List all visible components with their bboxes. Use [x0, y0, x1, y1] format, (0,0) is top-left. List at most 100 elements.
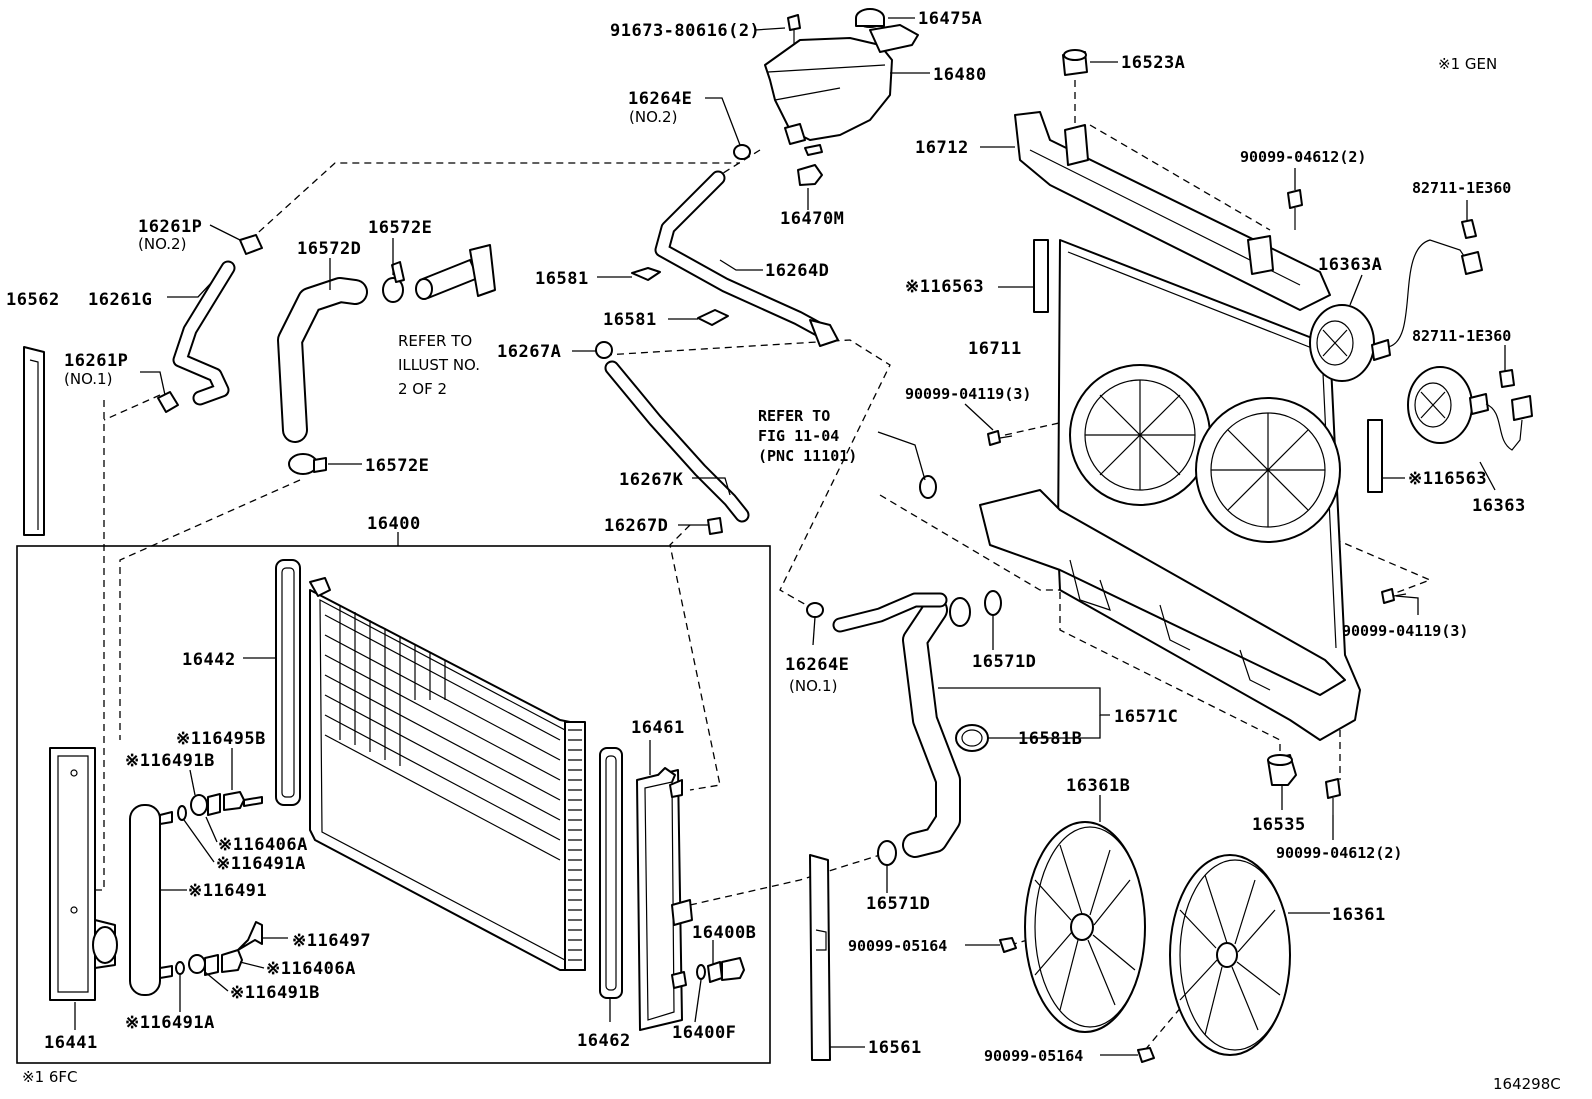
label-16563-top: ※116563	[905, 277, 984, 297]
clip-16523A	[1062, 49, 1088, 76]
grommet-16470M	[797, 164, 823, 186]
refer-illust-line2: ILLUST NO.	[398, 356, 480, 374]
label-91673-80616: 91673-80616(2)	[610, 21, 760, 41]
label-16261P-no2: 16261P	[138, 217, 202, 237]
outlet-pipe	[415, 244, 496, 300]
cap-16475A	[855, 8, 885, 28]
grommet-16535	[1267, 754, 1297, 786]
label-90099-04119-right: 90099-04119(3)	[1342, 622, 1468, 640]
label-16572E-top: 16572E	[368, 218, 432, 238]
fan-16361B	[1024, 821, 1146, 1033]
seal-16563-top	[1033, 239, 1049, 313]
label-16261P-no1-sub: (NO.1)	[64, 370, 112, 388]
refer-fig-line3: (PNC 11101)	[758, 447, 857, 465]
label-16470M: 16470M	[780, 209, 844, 229]
bolt-91673	[787, 14, 801, 45]
hose-16264D	[654, 170, 839, 347]
label-16491: ※116491	[188, 881, 267, 901]
bolt-90099-04612-top	[1287, 189, 1303, 230]
dashed-guide-lines	[70, 80, 1432, 1051]
gasket-16462	[599, 747, 623, 999]
nut-90099-05164-a	[999, 937, 1017, 953]
label-16261G: 16261G	[88, 290, 152, 310]
label-16400B: 16400B	[692, 923, 756, 943]
clamp-16581B	[955, 724, 989, 752]
label-16261P-no1: 16261P	[64, 351, 128, 371]
seal-16562	[23, 346, 45, 536]
label-16442: 16442	[182, 650, 236, 670]
label-16712: 16712	[915, 138, 969, 158]
refer-illust-line3: 2 OF 2	[398, 380, 447, 398]
label-16581-b: 16581	[603, 310, 657, 330]
nut-90099-05164-b	[1137, 1047, 1155, 1063]
label-16264D: 16264D	[765, 261, 829, 281]
clamp-16261P-no2	[239, 234, 263, 255]
label-16535: 16535	[1252, 815, 1306, 835]
label-16491B-top: ※116491B	[125, 751, 215, 771]
label-16363: 16363	[1472, 496, 1526, 516]
pipe-fig-11-04	[919, 475, 937, 499]
clamp-16261P-no1	[157, 391, 179, 413]
label-16264E-no2-sub: (NO.2)	[629, 108, 677, 126]
label-16711: 16711	[968, 339, 1022, 359]
label-16267A: 16267A	[497, 342, 561, 362]
clamp-16572E-mid	[288, 453, 327, 475]
bracket-16712	[1014, 111, 1331, 311]
fan-motor-16363	[1407, 366, 1533, 451]
label-16572D: 16572D	[297, 239, 361, 259]
label-16562: 16562	[6, 290, 60, 310]
label-16267D: 16267D	[604, 516, 668, 536]
label-90099-04119-top: 90099-04119(3)	[905, 385, 1031, 403]
hose-16571C	[832, 592, 971, 858]
connector-82711-b	[1499, 369, 1515, 388]
clamp-16571D-top	[984, 590, 1002, 616]
label-16561: 16561	[868, 1038, 922, 1058]
seal-16563-right	[1367, 419, 1383, 493]
fan-shroud-16711	[979, 239, 1361, 741]
refer-illust-line1: REFER TO	[398, 332, 472, 350]
label-16361: 16361	[1332, 905, 1386, 925]
label-16461: 16461	[631, 718, 685, 738]
label-16523A: 16523A	[1121, 53, 1185, 73]
radiator-assembly-box	[16, 545, 771, 1064]
label-16406A-bottom: ※116406A	[266, 959, 356, 979]
radiator-core	[309, 577, 586, 971]
bolt-90099-04119-top	[987, 430, 1013, 446]
fittings-left	[175, 791, 263, 976]
clip-16264E-no1	[806, 602, 824, 618]
label-16475A: 16475A	[918, 9, 982, 29]
gasket-16442	[275, 559, 301, 806]
figure-id: 164298C	[1493, 1075, 1561, 1093]
reservoir-16480	[764, 24, 919, 156]
drain-plug-16400B	[696, 957, 745, 983]
label-16571D-bottom: 16571D	[866, 894, 930, 914]
tank-16441	[49, 747, 118, 1001]
bolt-90099-04119-right	[1381, 588, 1407, 604]
label-82711-1E360-b: 82711-1E360	[1412, 327, 1511, 345]
label-16581-a: 16581	[535, 269, 589, 289]
label-16261P-no2-sub: (NO.2)	[138, 235, 186, 253]
label-90099-04612-top: 90099-04612(2)	[1240, 148, 1366, 166]
label-16267K: 16267K	[619, 470, 684, 490]
hose-16261G	[172, 260, 236, 406]
clamp-16572E-top	[382, 261, 405, 303]
note-6fc: ※1 6FC	[22, 1068, 78, 1086]
clamp-16267D	[707, 517, 723, 535]
label-16572E-mid: 16572E	[365, 456, 429, 476]
label-16361B: 16361B	[1066, 776, 1130, 796]
label-16581B: 16581B	[1018, 729, 1082, 749]
label-16571D-top: 16571D	[972, 652, 1036, 672]
clip-16264E-no2	[733, 144, 751, 160]
tank-16461	[636, 767, 693, 1031]
refer-fig-line2: FIG 11-04	[758, 427, 839, 445]
note-gen: ※1 GEN	[1438, 55, 1497, 73]
label-16406A-top: ※116406A	[218, 835, 308, 855]
clamp-16571D-bottom	[877, 840, 897, 866]
part-labels: 91673-80616(2) 16475A 16480 16264E (NO.2…	[6, 9, 1561, 1093]
label-16400F: 16400F	[672, 1023, 736, 1043]
label-16495B: ※116495B	[176, 729, 266, 749]
clip-16581-a	[631, 267, 661, 281]
seal-16561	[809, 854, 831, 1061]
fan-16361	[1169, 854, 1291, 1056]
